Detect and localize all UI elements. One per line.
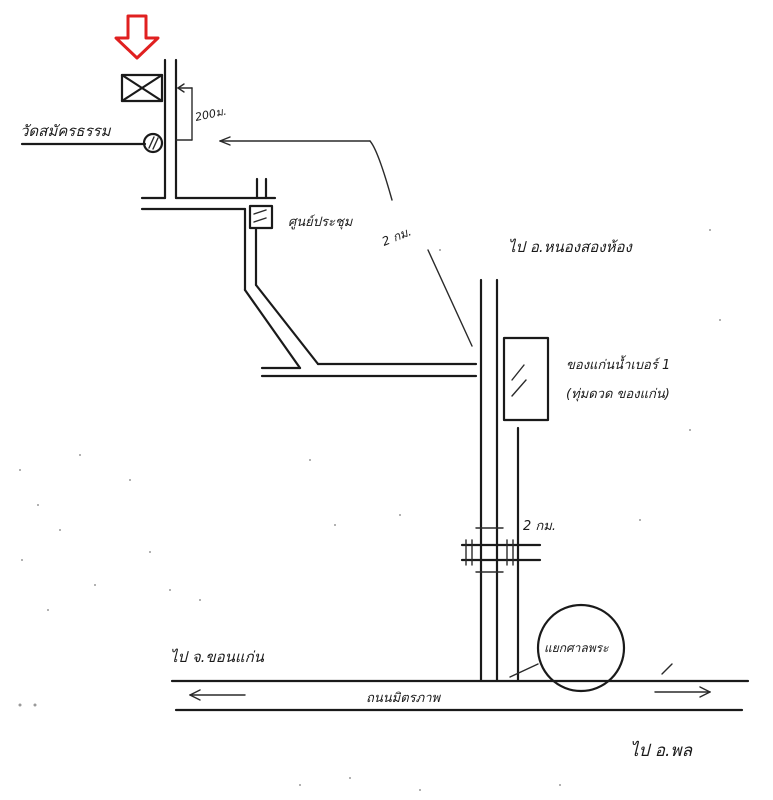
junction-pointer [509,663,539,678]
junction-label: แยกศาลพระ [544,641,609,655]
temple-label: วัดสมัครธรรม [20,122,112,140]
road-top-vertical [163,58,178,200]
highway-label: ถนนมิตรภาพ [366,691,442,706]
distance-bracket [175,83,193,141]
board-icon [502,336,550,422]
road-top-right-label: ไป อ.หนองสองห้อง [508,238,633,256]
junction-circle [536,603,626,693]
highway [170,663,750,712]
circle-slash-icon [142,132,164,154]
destination-marker-icon [114,14,160,60]
distance-lower-label: 2 กม. [523,519,556,534]
road-descending [243,207,320,370]
hatched-box-icon [248,204,274,230]
road-main-vertical [479,278,520,682]
scan-noise [18,229,721,791]
road-left-label: ไป จ.ขอนแก่น [170,648,265,666]
railway-crossing-icon [460,527,542,573]
direction-arrow [219,136,393,201]
distance-mid-label: 2 กม. [380,224,413,248]
distance-top-label: 200ม. [194,105,228,124]
leader-line [427,249,473,347]
bus-stop-label: ศูนย์ประชุม [288,214,354,230]
cross-box-icon [120,73,164,103]
board-label-line2: (ทุ่มดวด ของแก่น) [566,387,670,402]
road-upper-horizontal [140,177,277,211]
road-middle-horizontal [260,362,478,378]
board-label-line1: ของแก่นน้ำเบอร์ 1 [566,355,670,373]
road-bottom-right-label: ไป อ.พล [630,740,694,761]
